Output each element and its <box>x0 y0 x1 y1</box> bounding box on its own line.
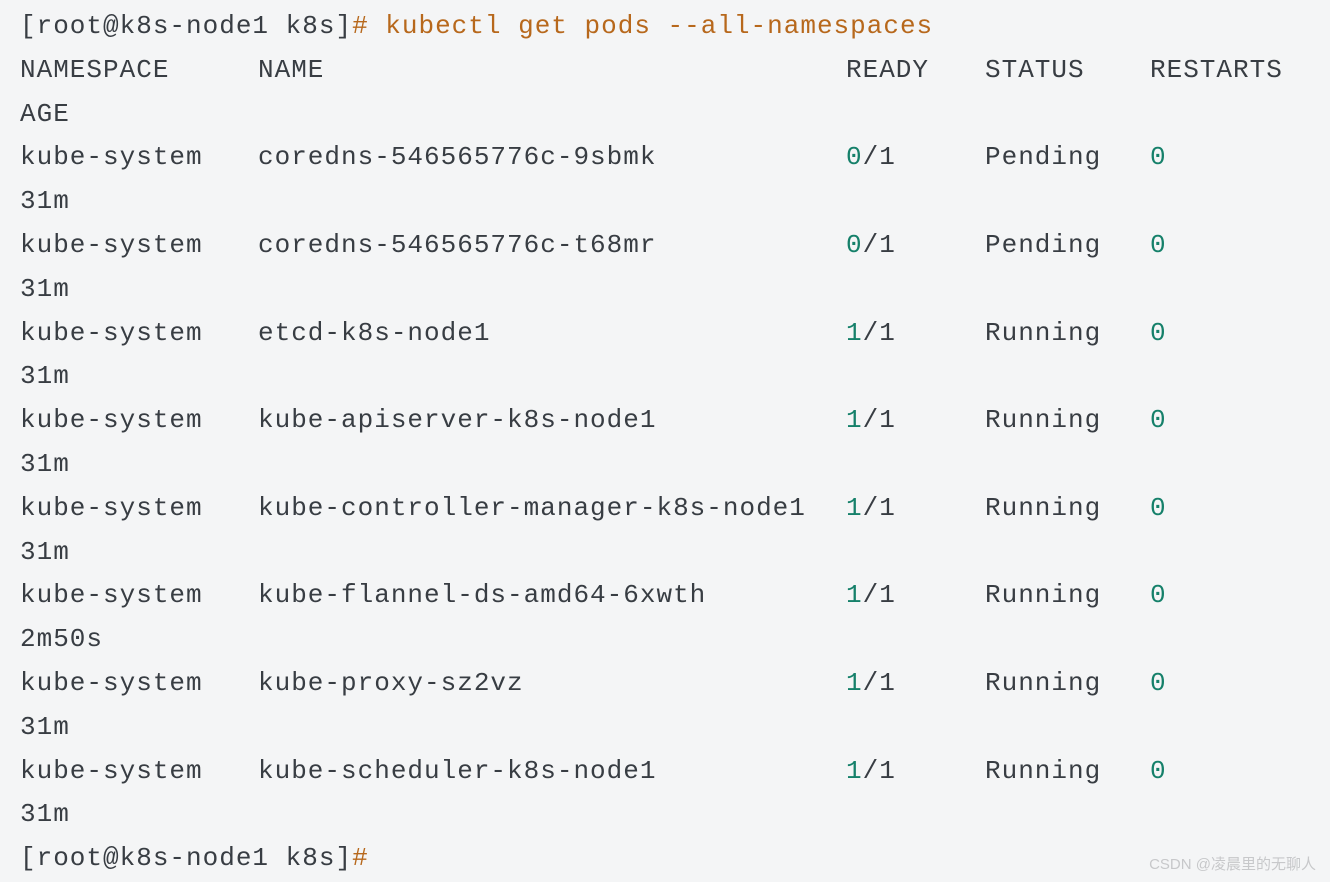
pod-name-cell: coredns-546565776c-9sbmk <box>258 142 657 173</box>
pod-name-cell: kube-apiserver-k8s-node1 <box>258 405 657 436</box>
header-status: STATUS <box>985 54 1085 85</box>
age-cell-wrapped: 2m50s <box>20 624 104 655</box>
ready-cell: 0/1 <box>846 142 896 173</box>
namespace-cell: kube-system <box>20 580 203 611</box>
age-cell-wrapped: 31m <box>20 273 70 304</box>
status-cell: Running <box>985 317 1102 348</box>
ready-cell: 1/1 <box>846 667 896 698</box>
age-cell-wrapped: 31m <box>20 361 70 392</box>
age-cell-wrapped: 31m <box>20 799 70 830</box>
pod-name-cell: kube-proxy-sz2vz <box>258 667 524 698</box>
restarts-cell: 0 <box>1150 142 1167 173</box>
namespace-cell: kube-system <box>20 667 203 698</box>
table-header-row: NAMESPACE NAME READY STATUS RESTARTS <box>20 49 1330 93</box>
pod-name-cell: kube-scheduler-k8s-node1 <box>258 755 657 786</box>
pod-row: kube-system kube-scheduler-k8s-node1 1/1 Ru… <box>20 750 1330 794</box>
header-restarts: RESTARTS <box>1150 54 1283 85</box>
age-cell-wrapped: 31m <box>20 448 70 479</box>
age-cell-wrapped: 31m <box>20 536 70 567</box>
pod-row: kube-system etcd-k8s-node1 1/1 Running 0 <box>20 312 1330 356</box>
header-age-wrapped: AGE <box>20 98 70 129</box>
pod-row: kube-system kube-apiserver-k8s-node1 1/1 Ru… <box>20 399 1330 443</box>
namespace-cell: kube-system <box>20 229 203 260</box>
restarts-cell: 0 <box>1150 755 1167 786</box>
ready-cell: 1/1 <box>846 405 896 436</box>
prompt-hash: # <box>352 843 369 874</box>
header-name: NAME <box>258 54 325 85</box>
pod-row: kube-system coredns-546565776c-t68mr 0/1 Pe… <box>20 224 1330 268</box>
status-cell: Running <box>985 580 1102 611</box>
pod-name-cell: coredns-546565776c-t68mr <box>258 229 657 260</box>
pod-row: kube-system coredns-546565776c-9sbmk 0/1 Pe… <box>20 136 1330 180</box>
csdn-watermark: CSDN @凌晨里的无聊人 <box>1149 856 1316 873</box>
namespace-cell: kube-system <box>20 317 203 348</box>
restarts-cell: 0 <box>1150 667 1167 698</box>
restarts-cell: 0 <box>1150 580 1167 611</box>
restarts-cell: 0 <box>1150 405 1167 436</box>
status-cell: Pending <box>985 142 1102 173</box>
ready-cell: 0/1 <box>846 229 896 260</box>
status-cell: Running <box>985 492 1102 523</box>
status-cell: Running <box>985 755 1102 786</box>
prompt-hash: # <box>352 11 369 41</box>
pod-row: kube-system kube-controller-manager-k8s-n… <box>20 487 1330 531</box>
header-ready: READY <box>846 54 930 85</box>
command-line-bottom: [root@k8s-node1 k8s]# <box>20 837 1330 881</box>
pod-row: kube-system kube-proxy-sz2vz 1/1 Running 0 <box>20 662 1330 706</box>
namespace-cell: kube-system <box>20 755 203 786</box>
restarts-cell: 0 <box>1150 229 1167 260</box>
typed-command: kubectl get pods --all-namespaces <box>368 11 934 41</box>
shell-prompt: [root@k8s-node1 k8s] <box>20 843 353 874</box>
pod-name-cell: etcd-k8s-node1 <box>258 317 491 348</box>
status-cell: Pending <box>985 229 1102 260</box>
namespace-cell: kube-system <box>20 405 203 436</box>
ready-cell: 1/1 <box>846 755 896 786</box>
pod-row: kube-system kube-flannel-ds-amd64-6xwth 1/… <box>20 574 1330 618</box>
header-namespace: NAMESPACE <box>20 54 170 85</box>
restarts-cell: 0 <box>1150 492 1167 523</box>
command-line: [root@k8s-node1 k8s]# kubectl get pods -… <box>20 5 1330 49</box>
namespace-cell: kube-system <box>20 142 203 173</box>
status-cell: Running <box>985 405 1102 436</box>
status-cell: Running <box>985 667 1102 698</box>
ready-cell: 1/1 <box>846 317 896 348</box>
ready-cell: 1/1 <box>846 580 896 611</box>
ready-cell: 1/1 <box>846 492 896 523</box>
age-cell-wrapped: 31m <box>20 186 70 217</box>
shell-prompt: [root@k8s-node1 k8s] <box>20 11 353 41</box>
pod-name-cell: kube-controller-manager-k8s-node1 <box>258 492 806 523</box>
namespace-cell: kube-system <box>20 492 203 523</box>
pod-name-cell: kube-flannel-ds-amd64-6xwth <box>258 580 707 611</box>
restarts-cell: 0 <box>1150 317 1167 348</box>
age-cell-wrapped: 31m <box>20 711 70 742</box>
